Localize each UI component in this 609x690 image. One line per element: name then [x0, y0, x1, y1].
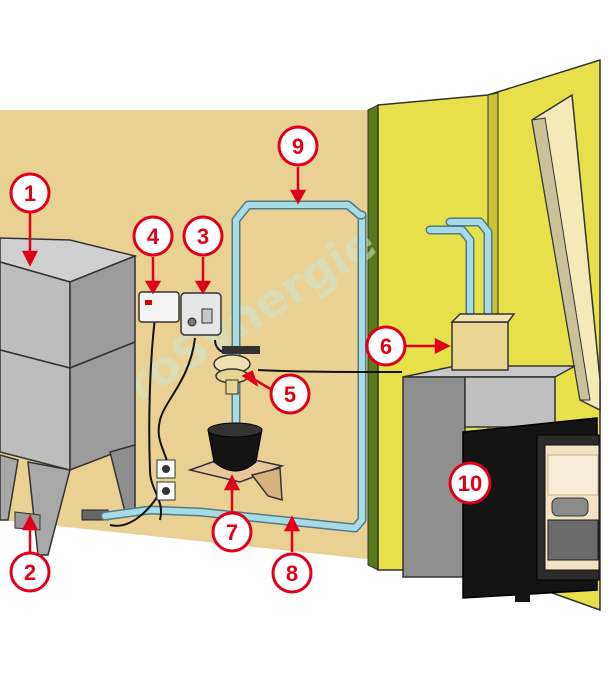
callout-circle: [9, 551, 51, 593]
arrow-head-9: [289, 189, 307, 205]
callout-8: 8: [271, 552, 313, 594]
cable-controller: [157, 337, 196, 466]
arrow-head-3: [194, 280, 212, 295]
pump-stem: [225, 379, 239, 395]
cable-pump-to-stove: [257, 369, 403, 373]
callout-9: 9: [277, 125, 319, 167]
stove-log: [551, 497, 589, 517]
stove-grate: [547, 519, 599, 561]
callout-3: 3: [182, 215, 224, 257]
callout-6: 6: [365, 325, 407, 367]
stove-assembly: [402, 313, 600, 602]
callout-label-1: 1: [24, 181, 36, 206]
callout-circle: [448, 461, 492, 505]
stove-feed-pipe-a-inner: [427, 227, 473, 325]
callout-1: 1: [9, 172, 51, 214]
callout-circle: [9, 172, 51, 214]
tank-leg-back: [0, 454, 19, 521]
hearth-side: [464, 376, 556, 428]
callout-10: 10: [448, 461, 492, 505]
arrow-head-7: [223, 474, 241, 491]
arrow-head-6: [434, 337, 451, 355]
callout-circle: [271, 552, 313, 594]
wall-outlets: [156, 459, 176, 501]
controller-display: [201, 308, 213, 324]
callout-badges: 1 2 3 4 5 6 7 8: [9, 125, 492, 594]
filter-station: [187, 422, 285, 502]
shelf-bracket: [250, 467, 283, 502]
regulator-indicator: [145, 300, 152, 305]
stove-firebrick: [547, 454, 599, 496]
callout-label-10: 10: [458, 471, 482, 496]
arrow-head-1: [21, 250, 39, 267]
stove-leg: [515, 580, 530, 602]
callout-circle: [132, 215, 174, 257]
stove-reservoir-top: [450, 313, 516, 323]
piping: [100, 200, 493, 533]
tank: [0, 237, 138, 556]
return-pipe-inner: [233, 202, 365, 398]
regulator-box: [138, 291, 180, 323]
controller-knob: [187, 317, 197, 327]
callout-5: 5: [269, 373, 311, 415]
control-boxes: [138, 291, 222, 336]
controller-box: [180, 292, 222, 336]
callout-arrows: [21, 167, 451, 552]
callout-label-5: 5: [284, 382, 296, 407]
callout-label-7: 7: [226, 520, 238, 545]
outlet-socket-hole: [162, 465, 170, 473]
callout-7: 7: [211, 511, 253, 553]
callout-2: 2: [9, 551, 51, 593]
callout-label-3: 3: [197, 224, 209, 249]
arrow-head-8: [283, 515, 301, 532]
callout-label-6: 6: [380, 334, 392, 359]
filter-pot-lid: [207, 422, 263, 438]
pump: [213, 346, 260, 395]
callout-label-2: 2: [24, 560, 36, 585]
callout-circle: [211, 511, 253, 553]
callout-circle: [182, 215, 224, 257]
tank-front-lower: [0, 349, 71, 471]
filter-pot: [207, 429, 263, 472]
stove-reservoir: [451, 321, 509, 371]
arrow-head-5: [241, 370, 259, 388]
outlet-socket-hole: [162, 487, 170, 495]
callout-circle: [269, 373, 311, 415]
callout-label-8: 8: [286, 561, 298, 586]
callout-label-4: 4: [147, 224, 160, 249]
stove-feed-pipe-b-inner: [447, 219, 491, 325]
callout-label-9: 9: [292, 134, 304, 159]
arrow-head-2: [21, 514, 39, 531]
leaning-board-edge: [531, 117, 591, 401]
supply-pipe-inner: [102, 212, 365, 531]
arrow-head-4: [144, 280, 162, 295]
pump-bracket: [222, 346, 260, 354]
callout-circle: [277, 125, 319, 167]
callout-circle: [365, 325, 407, 367]
callout-4: 4: [132, 215, 174, 257]
